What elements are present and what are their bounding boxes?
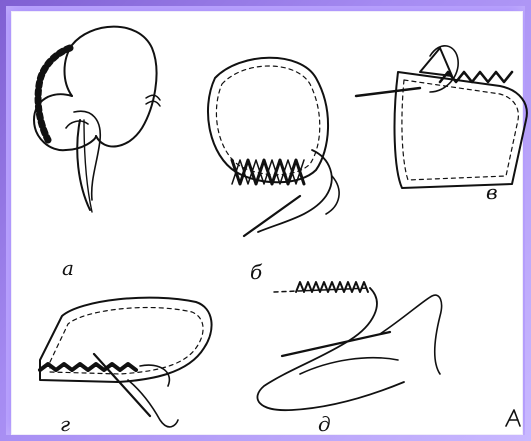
label-figure-v: в — [486, 182, 498, 202]
label-figure-d: д — [318, 414, 331, 434]
artist-mark — [506, 410, 520, 426]
figure-b-herringbone — [208, 58, 339, 236]
label-figure-b: б — [250, 262, 262, 282]
label-figure-g: г — [60, 414, 70, 434]
figure-d-satin-stitch — [257, 282, 441, 410]
figure-v-blanket-stitch — [356, 46, 527, 188]
figure-a-buttonhole-edge — [34, 27, 160, 212]
label-figure-a: а — [62, 258, 74, 278]
figure-g-corded-edge — [40, 298, 212, 427]
